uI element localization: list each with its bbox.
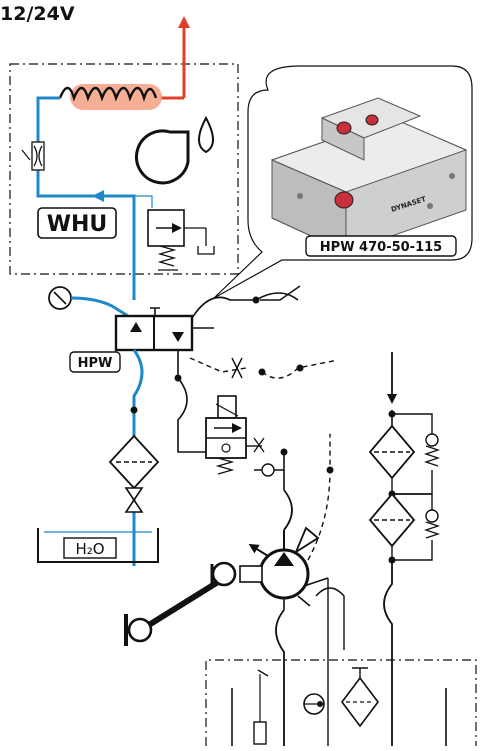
check-valve-icon bbox=[253, 437, 288, 490]
pump-icon bbox=[248, 433, 334, 610]
whu-label: WHU bbox=[47, 212, 108, 237]
level-gauge-icon bbox=[253, 669, 269, 745]
product-label: HPW 470-50-115 bbox=[320, 240, 442, 255]
heater-coil-icon bbox=[58, 84, 162, 110]
whu-water-loop bbox=[36, 96, 153, 300]
hpw-valve-block bbox=[114, 285, 301, 352]
filter-line-right bbox=[368, 352, 441, 746]
water-label: H₂O bbox=[75, 540, 104, 558]
product-label-box: HPW 470-50-115 bbox=[305, 235, 457, 257]
orifice-icon bbox=[21, 141, 45, 171]
reservoir-lines bbox=[275, 578, 345, 746]
whu-label-box: WHU bbox=[37, 207, 117, 239]
hpw-product-image: DYNASET bbox=[270, 97, 468, 253]
voltage-label: 12/24V bbox=[0, 3, 75, 25]
pressure-gauge-icon bbox=[48, 286, 129, 318]
solenoid-valve-icon bbox=[205, 395, 262, 475]
water-drop-icon bbox=[198, 115, 214, 154]
hot-water-outlet bbox=[160, 16, 190, 100]
relief-valve-icon bbox=[147, 209, 215, 271]
blower-fan-icon bbox=[135, 129, 190, 185]
temperature-gauge-icon bbox=[303, 693, 325, 715]
hpw-label-box: HPW bbox=[69, 351, 121, 373]
hydraulic-lines bbox=[174, 350, 339, 453]
hpw-label: HPW bbox=[78, 356, 113, 371]
valve-icon bbox=[124, 487, 144, 513]
filter-icon bbox=[108, 434, 160, 490]
whu-enclosure bbox=[9, 63, 239, 275]
reservoir-filter-icon bbox=[341, 667, 379, 728]
reservoir bbox=[205, 659, 477, 746]
drive-coupling bbox=[124, 561, 263, 646]
water-tank: H₂O bbox=[37, 528, 159, 563]
